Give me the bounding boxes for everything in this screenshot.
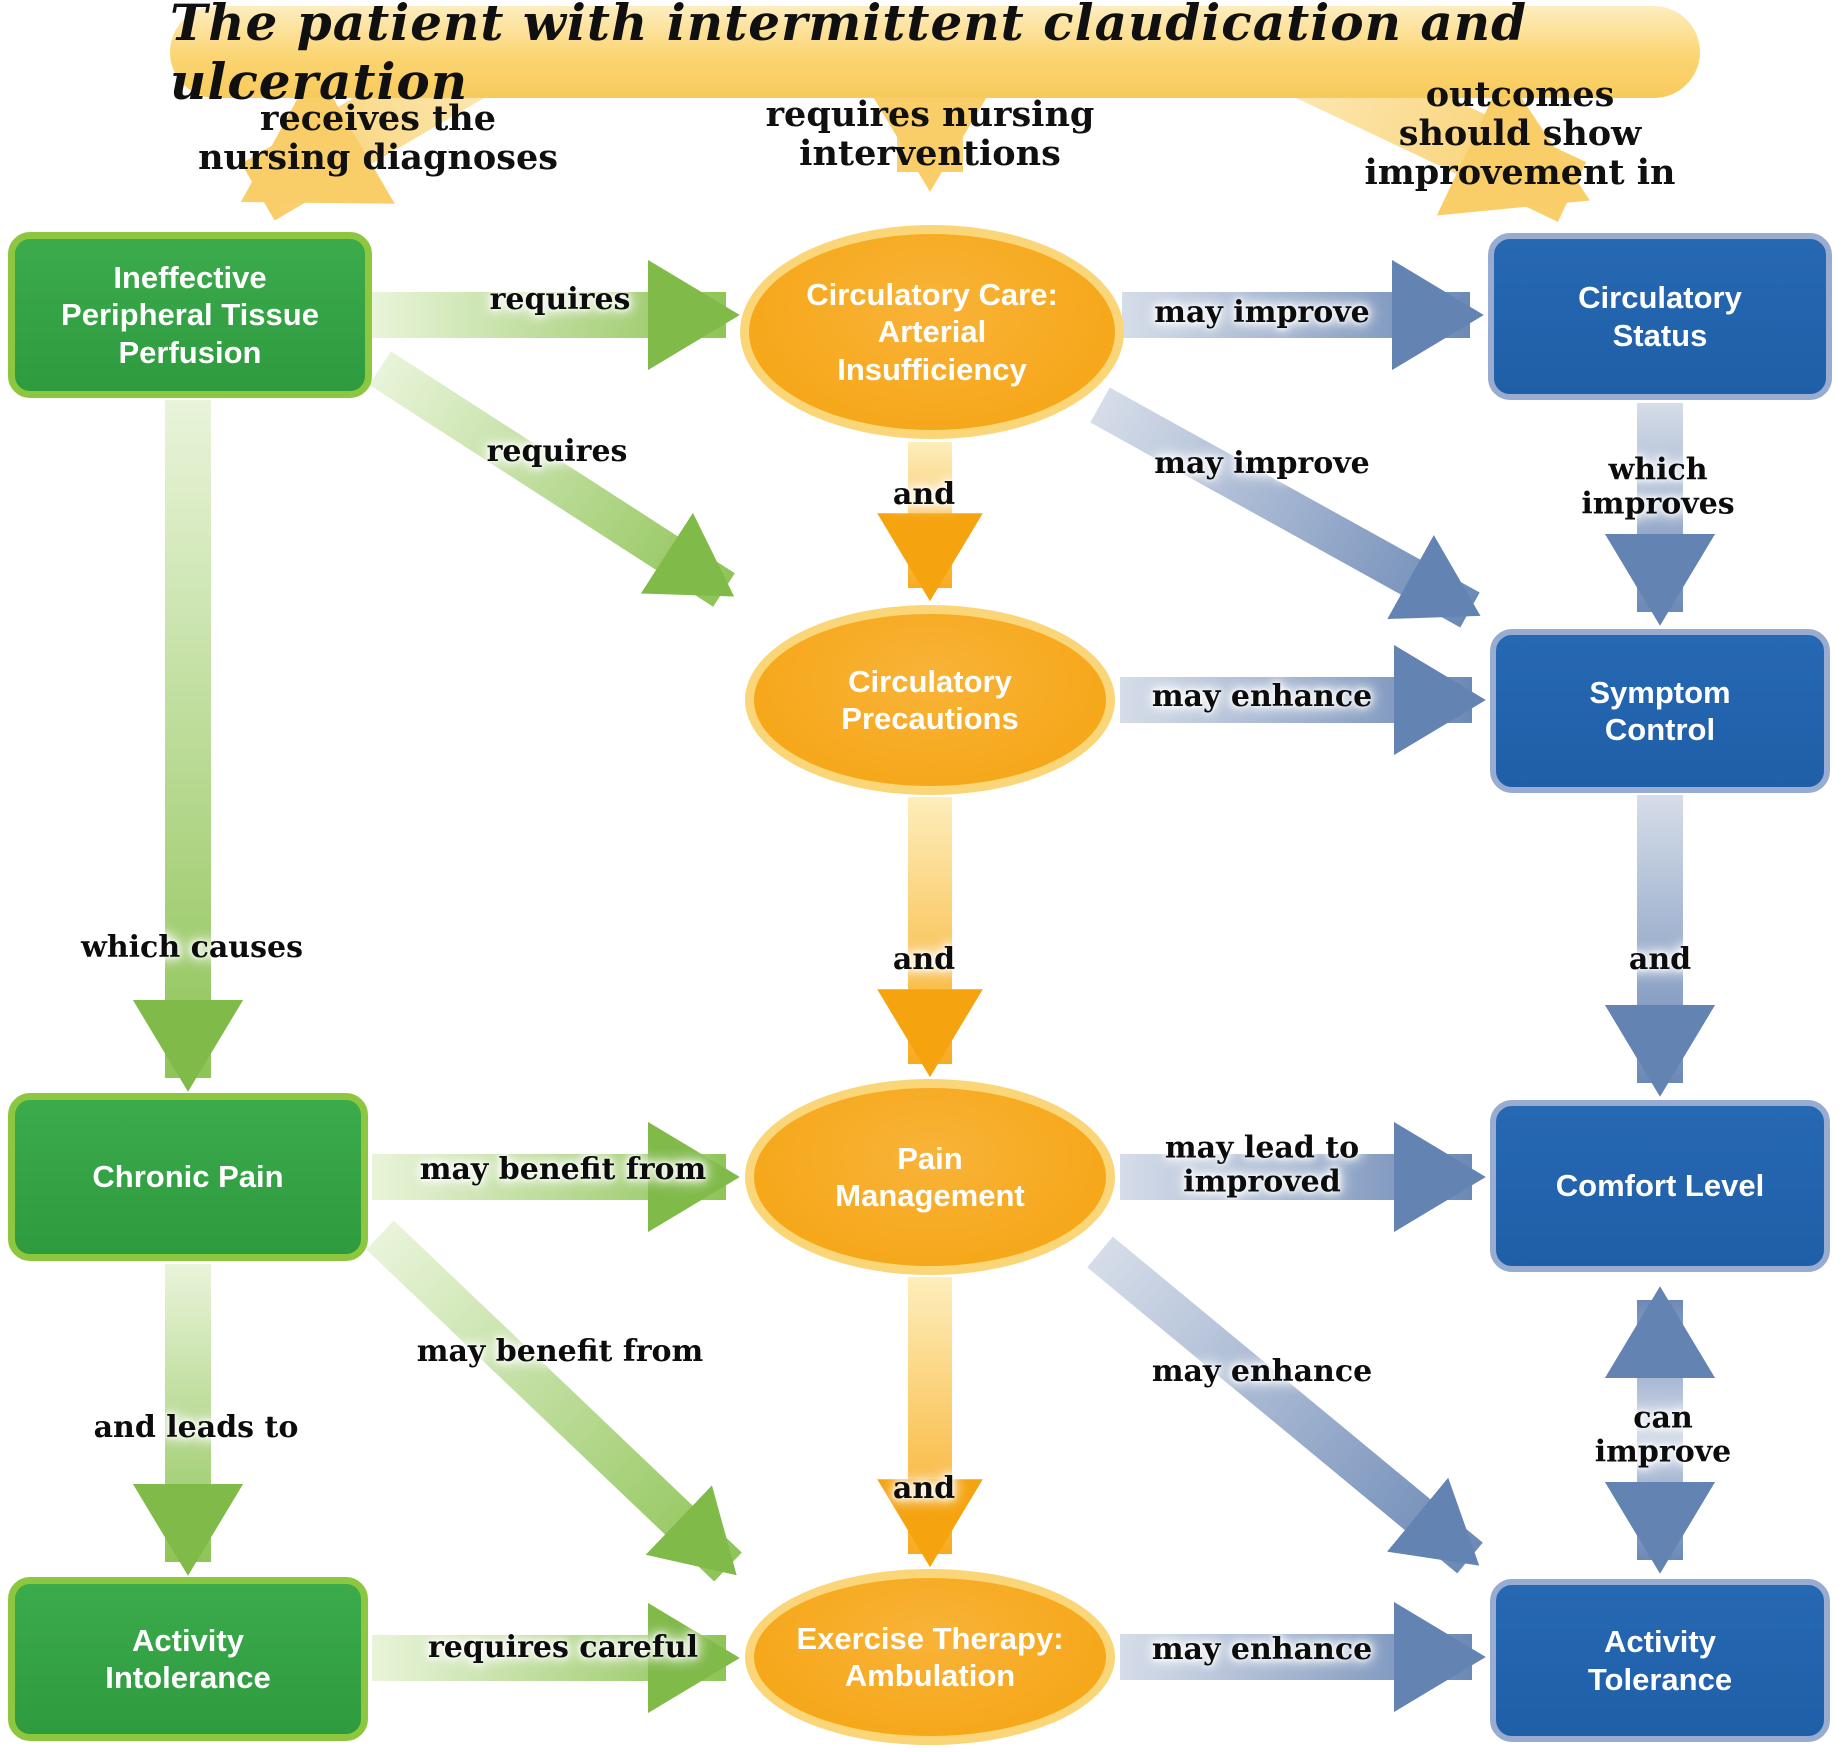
edge-label-may-lead-to-improved: may lead to improved: [1164, 1130, 1360, 1199]
edge-label-and-4: and: [1628, 942, 1692, 978]
intervention-circulatory-precautions: Circulatory Precautions: [745, 605, 1115, 795]
edge-label-requires-careful: requires careful: [427, 1630, 699, 1666]
edge-label-and-leads-to: and leads to: [93, 1410, 299, 1446]
edge-label-and-2: and: [892, 942, 956, 978]
edge-label-and-3: and: [892, 1471, 956, 1507]
edge-label-and-1: and: [892, 477, 956, 513]
intervention-pain-management: Pain Management: [745, 1079, 1115, 1275]
edge-label-requires-1: requires: [489, 282, 631, 318]
intervention-exercise-therapy-ambulation: Exercise Therapy: Ambulation: [745, 1569, 1115, 1745]
edge-label-may-improve-1: may improve: [1154, 295, 1370, 331]
edge-label-which-causes: which causes: [81, 930, 303, 966]
column-header-interventions: requires nursing interventions: [765, 93, 1095, 174]
edge-label-may-enhance-3: may enhance: [1151, 1632, 1373, 1668]
column-header-outcomes: outcomes should show improvement in: [1364, 74, 1676, 194]
diagnosis-chronic-pain: Chronic Pain: [8, 1093, 368, 1261]
arrow-perfusion-to-circulatory-precautions: [369, 351, 735, 607]
column-header-diagnoses: receives the nursing diagnoses: [198, 97, 558, 178]
arrow-pain-management-to-activity-tolerance: [1087, 1236, 1483, 1574]
outcome-circulatory-status: Circulatory Status: [1488, 233, 1832, 400]
edge-label-may-improve-2: may improve: [1154, 446, 1370, 482]
edge-label-may-enhance-1: may enhance: [1151, 679, 1373, 715]
edge-label-may-benefit-from-1: may benefit from: [419, 1152, 707, 1188]
outcome-activity-tolerance: Activity Tolerance: [1490, 1579, 1830, 1742]
diagnosis-ineffective-peripheral-tissue-perfusion: Ineffective Peripheral Tissue Perfusion: [8, 232, 372, 398]
edge-label-may-benefit-from-2: may benefit from: [416, 1334, 704, 1370]
arrow-chronic-pain-to-exercise-therapy: [366, 1220, 742, 1582]
edge-label-which-improves: which improves: [1581, 452, 1735, 521]
edge-label-requires-2: requires: [486, 434, 628, 470]
title-banner: The patient with intermittent claudicati…: [170, 0, 1700, 111]
outcome-symptom-control: Symptom Control: [1490, 629, 1830, 793]
edge-label-can-improve: can improve: [1594, 1400, 1732, 1469]
outcome-comfort-level: Comfort Level: [1490, 1100, 1830, 1272]
arrow-care-to-symptom-control: [1090, 387, 1481, 628]
page-title: The patient with intermittent claudicati…: [170, 0, 1528, 111]
diagnosis-activity-intolerance: Activity Intolerance: [8, 1577, 368, 1741]
edge-label-may-enhance-2: may enhance: [1151, 1354, 1373, 1390]
intervention-circulatory-care-arterial-insufficiency: Circulatory Care: Arterial Insufficiency: [740, 225, 1124, 439]
